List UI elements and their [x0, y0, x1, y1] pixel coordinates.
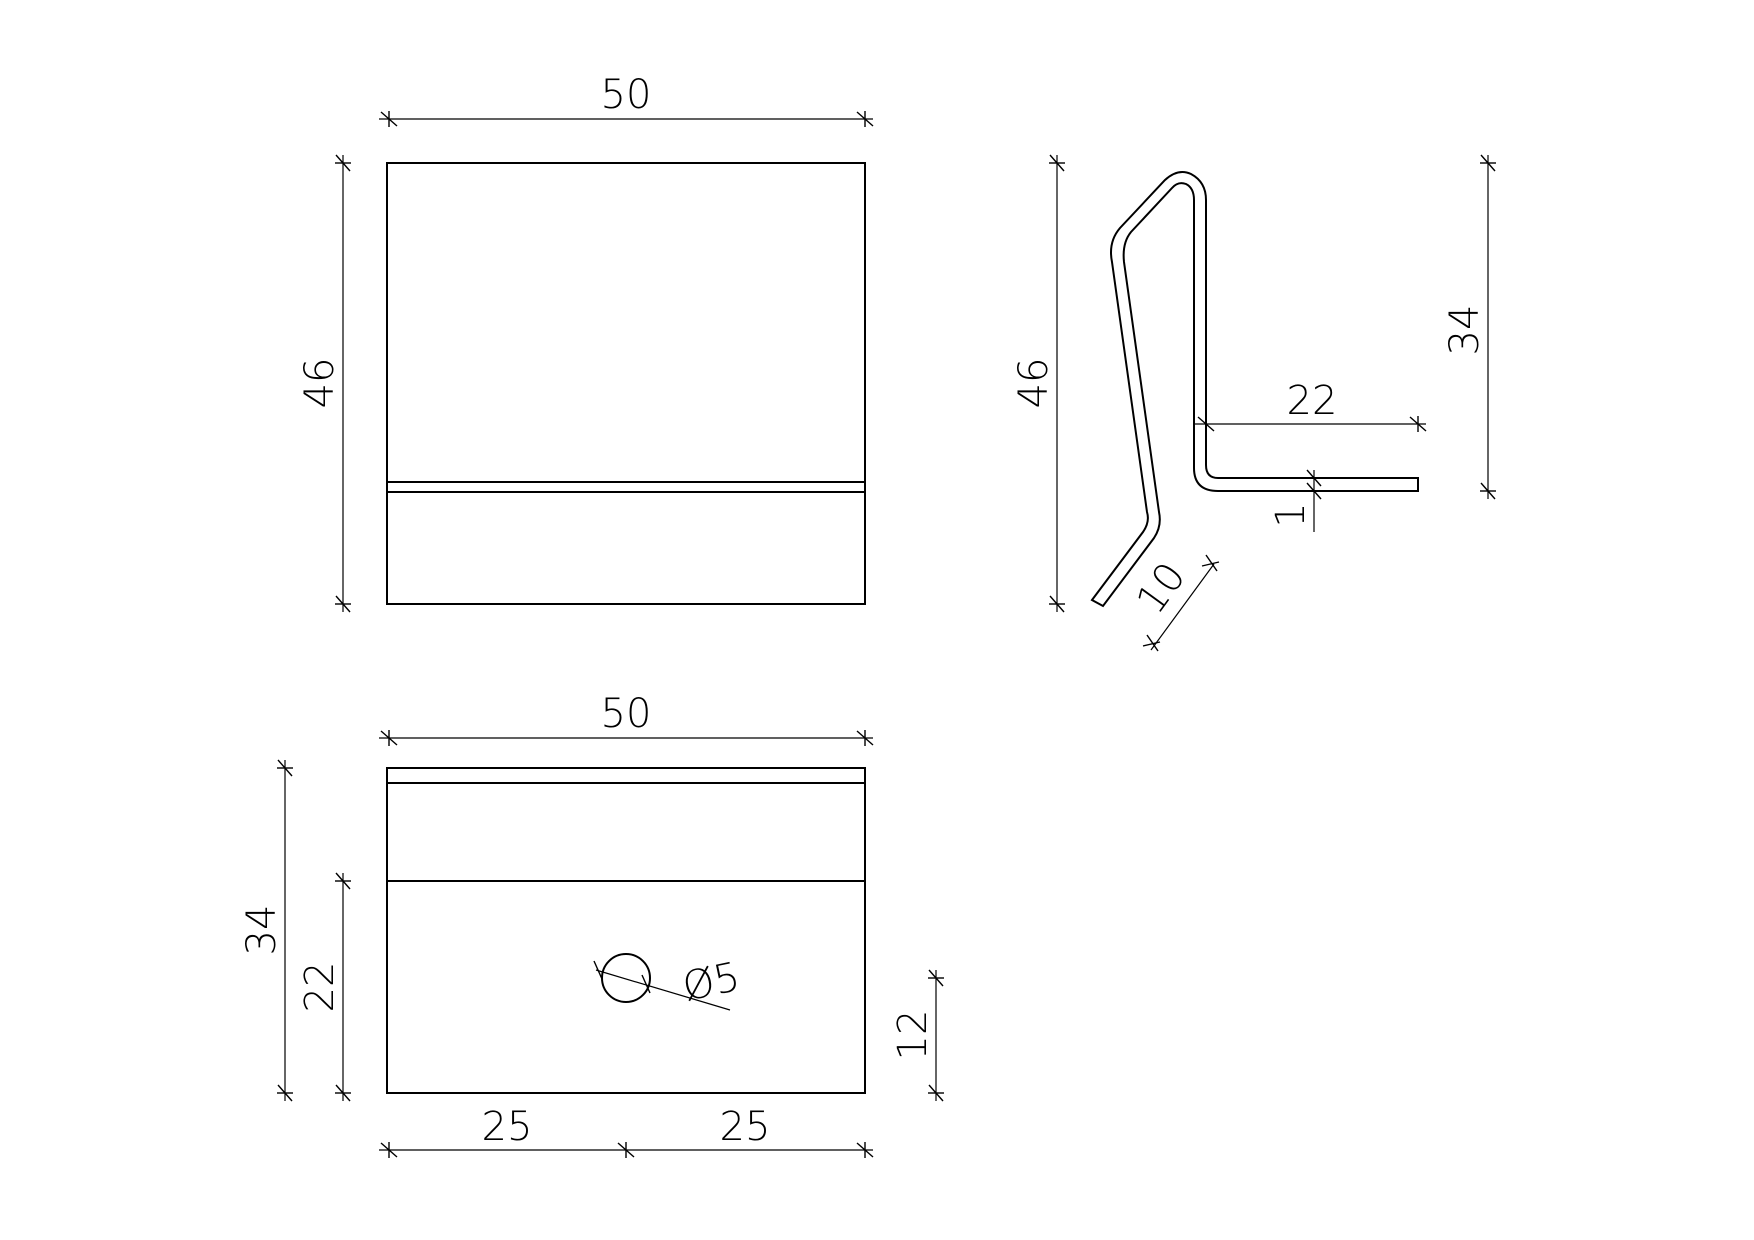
front-view-width-dimension: 50	[379, 72, 874, 127]
top-view-inner-depth-label: 22	[297, 962, 343, 1013]
top-view-half-right-label: 25	[720, 1104, 771, 1150]
top-view-hole-offset-dimension: 12	[890, 969, 944, 1102]
top-view-hole-offset-label: 12	[890, 1010, 936, 1061]
side-view-thickness-label: 1	[1268, 502, 1314, 527]
side-view: 46 34 22 1	[1011, 154, 1496, 652]
side-view-profile	[1090, 171, 1419, 608]
side-view-height-dimension: 46	[1011, 154, 1065, 613]
top-view-hole-diameter-label: Ø5	[679, 954, 744, 1011]
front-view-height-dimension: 46	[297, 154, 351, 613]
top-view: Ø5 50 34 22	[239, 691, 944, 1158]
top-view-half-left-label: 25	[482, 1104, 533, 1150]
top-view-total-depth-label: 34	[239, 905, 285, 956]
top-view-width-dimension: 50	[379, 691, 874, 746]
side-view-lip-length-dimension: 10	[1128, 554, 1220, 652]
side-view-height-label: 46	[1011, 358, 1057, 409]
front-view: 50 46	[297, 72, 874, 613]
side-view-flange-height-label: 34	[1442, 305, 1488, 356]
side-view-thickness-dimension: 1	[1268, 469, 1322, 532]
side-view-lip-length-label: 10	[1128, 554, 1195, 622]
side-view-flange-height-dimension: 34	[1442, 154, 1496, 500]
top-view-half-dimensions: 25 25	[379, 1104, 874, 1158]
top-view-inner-depth-dimension: 22	[297, 872, 351, 1102]
front-view-width-label: 50	[601, 72, 652, 118]
front-view-outline	[386, 162, 866, 605]
side-view-flange-length-dimension: 22	[1194, 378, 1427, 432]
top-view-outline	[386, 767, 866, 1094]
top-view-hole-dimension: Ø5	[593, 954, 744, 1011]
side-view-flange-length-label: 22	[1287, 378, 1338, 424]
top-view-total-depth-dimension: 34	[239, 759, 293, 1102]
front-view-height-label: 46	[297, 358, 343, 409]
top-view-width-label: 50	[601, 691, 652, 737]
